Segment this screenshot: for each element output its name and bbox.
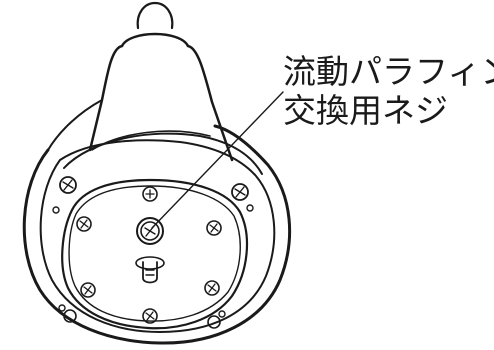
valve-stem [135,256,165,284]
top-knob [136,1,174,30]
callout-line-2: 交換用ネジ [283,91,448,130]
rim-dot-2 [246,204,254,212]
base-inner-rim [39,139,276,333]
shoulder-curve [63,132,263,175]
paraffin-exchange-screw [136,217,164,245]
callout-line-1: 流動パラフィン [283,52,494,91]
base-outer-rim [22,124,292,345]
callout-label: 流動パラフィン 交換用ネジ [283,52,494,130]
shoulder-curve-2 [91,130,211,151]
cone-left-fin [47,99,103,151]
callout-leader-line [151,91,284,229]
cone-top [120,32,190,48]
plate-screw-bottom [142,308,158,324]
rim-screw-bottom-right [207,310,226,329]
plate-screw-lower-right [204,280,220,296]
plate-screw-upper-right [206,220,222,236]
plate-screw-top [142,186,158,202]
rim-screw-left [59,176,77,194]
rim-screw-right [231,183,249,201]
rim-dot-1 [52,206,60,214]
plate-ring [68,185,241,322]
plate-screw-lower-left [80,282,96,298]
plate-screw-upper-left [76,216,92,232]
mounting-plate [61,178,249,330]
rim-screw-bottom-left [58,304,77,323]
